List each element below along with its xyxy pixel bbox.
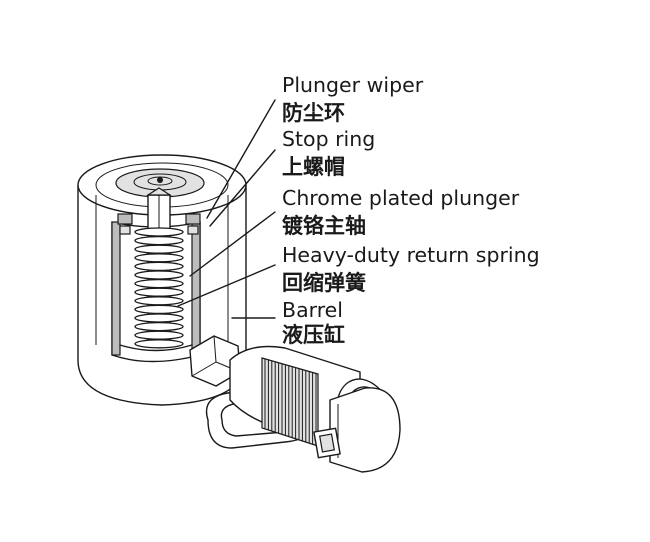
- label-chrome-plunger-zh: 镀铬主轴: [282, 214, 366, 238]
- spring-coil: [134, 235, 184, 246]
- leader-plunger-wiper: [206, 99, 276, 219]
- spring-coil: [134, 261, 184, 272]
- label-stop-ring-zh: 上螺帽: [282, 155, 345, 179]
- leader-chrome-plunger: [189, 211, 276, 277]
- leader-return-spring: [177, 264, 276, 307]
- label-barrel-zh: 液压缸: [282, 323, 345, 347]
- labels: Plunger wiper 防尘环 Stop ring 上螺帽 Chrome p…: [282, 73, 540, 347]
- spring-coil: [134, 321, 184, 332]
- wiper-stop-ring: [117, 213, 201, 235]
- label-barrel-en: Barrel: [282, 298, 343, 322]
- spring-coil: [134, 330, 184, 340]
- label-plunger-wiper-en: Plunger wiper: [282, 73, 424, 97]
- leader-lines: [177, 99, 276, 319]
- label-return-spring-en: Heavy-duty return spring: [282, 243, 540, 267]
- coupler: [189, 335, 401, 473]
- label-return-spring-zh: 回缩弹簧: [282, 271, 366, 295]
- spring-coil: [134, 296, 184, 306]
- leader-stop-ring: [209, 149, 276, 227]
- spring-coil: [134, 227, 184, 237]
- spring-coil: [134, 313, 184, 323]
- spring-coil: [134, 304, 184, 315]
- label-stop-ring-en: Stop ring: [282, 127, 375, 151]
- label-chrome-plunger-en: Chrome plated plunger: [282, 186, 520, 210]
- spring-coil: [134, 278, 184, 289]
- spring-coil: [134, 253, 184, 263]
- spring-coil: [134, 270, 184, 280]
- label-plunger-wiper-zh: 防尘环: [282, 101, 345, 125]
- return-spring: [134, 227, 184, 349]
- spring-coil: [134, 287, 184, 297]
- spring-coil: [134, 244, 184, 254]
- spring-coil: [134, 339, 184, 349]
